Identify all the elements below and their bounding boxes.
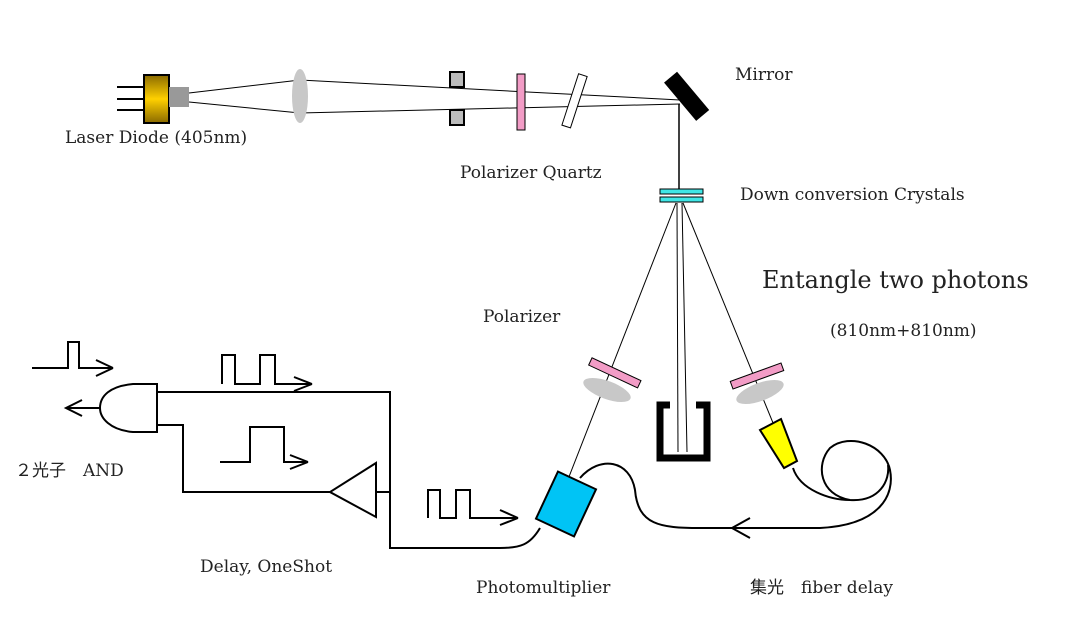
photon-beams [555,202,781,511]
lens-left [583,377,631,403]
fiber-delay [579,439,892,529]
fiber-arrow-icon [729,517,751,539]
label-entangle: Entangle two photons [762,266,1029,294]
photomultiplier [534,470,598,538]
label-polarizer-quartz: Polarizer Quartz [460,163,602,183]
polarizer-left [587,357,642,389]
label-laser-diode: Laser Diode (405nm) [65,128,247,148]
quartz-plate [561,73,588,129]
label-mirror: Mirror [735,65,793,85]
aperture [449,71,465,126]
mirror [664,71,710,121]
beam-dump [656,401,711,462]
label-crystals: Down conversion Crystals [740,185,965,205]
label-fiber-delay: 集光 fiber delay [750,578,893,598]
down-conversion-crystals [659,188,704,203]
label-delay: Delay, OneShot [200,557,332,577]
polarizer-right [729,362,785,390]
label-wavelengths: (810nm+810nm) [830,321,977,341]
laser-diode [117,74,189,124]
lens-right [736,379,784,405]
label-polarizer: Polarizer [483,307,561,327]
fiber-collector-icon [758,417,799,470]
label-photomultiplier: Photomultiplier [476,578,611,598]
label-and-gate: ２光子 AND [15,461,124,481]
laser-beam [188,79,681,190]
logic-circuit [32,341,541,549]
lens [292,69,308,123]
polarizer-plate [516,73,526,131]
